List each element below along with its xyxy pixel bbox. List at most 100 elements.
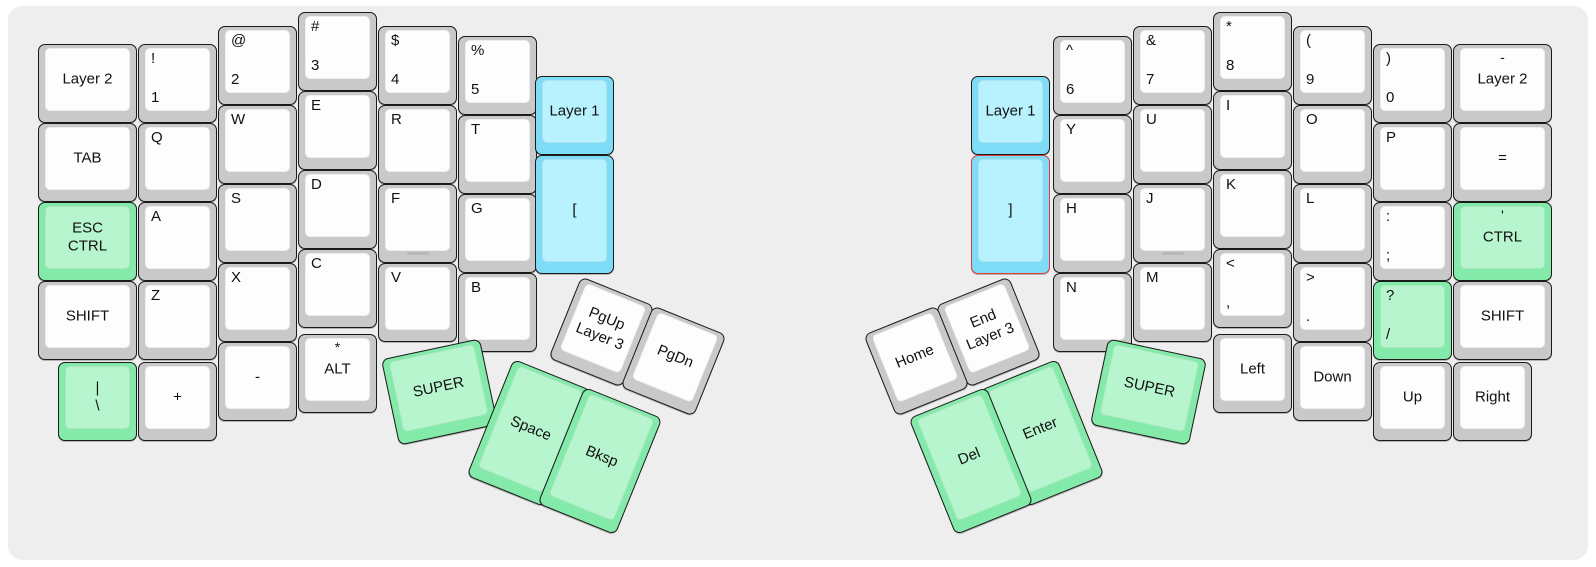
legend-top-left: U [1146, 111, 1157, 128]
key-l-3[interactable]: #3 [298, 12, 377, 91]
key-l-g[interactable]: G [458, 194, 537, 273]
key-l-layer2[interactable]: Layer 2 [38, 44, 137, 123]
legend-bottom-left: 9 [1306, 71, 1315, 89]
key-r-p[interactable]: P [1373, 123, 1452, 202]
key-l-w[interactable]: W [218, 105, 297, 184]
key-legend: *ALT [305, 338, 370, 401]
key-r-6[interactable]: ^6 [1053, 36, 1132, 115]
legend-center: Up [1402, 388, 1423, 406]
key-legend: -Layer 2 [1460, 48, 1545, 111]
key-l-a[interactable]: A [138, 202, 217, 281]
legend-top-left: F [391, 190, 401, 207]
key-r-up[interactable]: Up [1373, 362, 1452, 441]
key-r-slash[interactable]: ?/ [1373, 281, 1452, 360]
keycap-surface [385, 30, 450, 93]
key-r-layer1[interactable]: Layer 1 [971, 76, 1050, 155]
legend-center: = [1498, 149, 1507, 167]
key-l-shift[interactable]: SHIFT [38, 281, 137, 360]
legend-bottom-left: ; [1386, 247, 1391, 265]
key-l-layer1[interactable]: Layer 1 [535, 76, 614, 155]
legend-center: Layer 1 [985, 102, 1036, 120]
key-r-9[interactable]: (9 [1293, 26, 1372, 105]
legend-center: Del [955, 444, 983, 469]
key-r-right[interactable]: Right [1453, 362, 1532, 441]
legend-center: Left [1239, 360, 1266, 378]
key-legend: I [1220, 95, 1285, 158]
key-r-i[interactable]: I [1213, 91, 1292, 170]
key-l-minus[interactable]: - [218, 342, 297, 421]
keycap-surface [1220, 16, 1285, 79]
key-r-0[interactable]: )0 [1373, 44, 1452, 123]
key-legend: Up [1380, 366, 1445, 429]
key-r-super[interactable]: SUPER [1089, 338, 1208, 446]
key-r-down[interactable]: Down [1293, 342, 1372, 421]
key-r-rbracket[interactable]: ] [971, 155, 1050, 274]
key-r-m[interactable]: M [1133, 263, 1212, 342]
key-legend: D [305, 174, 370, 237]
keycap-surface [65, 366, 130, 429]
key-l-tab[interactable]: TAB [38, 123, 137, 202]
key-r-8[interactable]: *8 [1213, 12, 1292, 91]
legend-center: CTRL [1482, 228, 1523, 246]
legend-top-left: V [391, 269, 402, 286]
key-legend: - [225, 346, 290, 409]
keycap-surface [1460, 127, 1545, 190]
keycap-surface [465, 198, 530, 261]
legend-line: | [95, 378, 100, 396]
key-l-t[interactable]: T [458, 115, 537, 194]
key-l-e[interactable]: E [298, 91, 377, 170]
legend-center: Right [1474, 388, 1511, 406]
key-l-1[interactable]: !1 [138, 44, 217, 123]
key-r-l[interactable]: L [1293, 184, 1372, 263]
key-l-v[interactable]: V [378, 263, 457, 342]
key-l-plus[interactable]: + [138, 362, 217, 441]
key-legend: H [1060, 198, 1125, 261]
key-r-equal[interactable]: = [1453, 123, 1552, 202]
key-r-left[interactable]: Left [1213, 334, 1292, 413]
keycap-surface [465, 119, 530, 182]
key-r-period[interactable]: >. [1293, 263, 1372, 342]
legend-top-left: < [1226, 255, 1235, 272]
legend-center: Enter [1020, 413, 1060, 444]
key-legend: SHIFT [1460, 285, 1545, 348]
key-r-layer2[interactable]: -Layer 2 [1453, 44, 1552, 123]
key-l-b[interactable]: B [458, 273, 537, 352]
key-r-ctrl[interactable]: 'CTRL [1453, 202, 1552, 281]
key-r-h[interactable]: H [1053, 194, 1132, 273]
key-r-o[interactable]: O [1293, 105, 1372, 184]
key-r-shift[interactable]: SHIFT [1453, 281, 1552, 360]
key-r-semi[interactable]: :; [1373, 202, 1452, 281]
key-l-lbracket[interactable]: [ [535, 155, 614, 274]
key-legend: F [385, 188, 450, 251]
key-l-x[interactable]: X [218, 263, 297, 342]
key-r-u[interactable]: U [1133, 105, 1212, 184]
key-l-r[interactable]: R [378, 105, 457, 184]
key-l-2[interactable]: @2 [218, 26, 297, 105]
key-r-y[interactable]: Y [1053, 115, 1132, 194]
key-l-pipe[interactable]: |\ [58, 362, 137, 441]
key-legend: 'CTRL [1460, 206, 1545, 269]
key-r-k[interactable]: K [1213, 170, 1292, 249]
legend-top-left: & [1146, 32, 1157, 49]
key-l-s[interactable]: S [218, 184, 297, 263]
keycap-surface [225, 188, 290, 251]
keycap-surface [1300, 267, 1365, 330]
key-l-4[interactable]: $4 [378, 26, 457, 105]
keycap-surface [1300, 30, 1365, 93]
key-l-d[interactable]: D [298, 170, 377, 249]
key-l-f[interactable]: F [378, 184, 457, 263]
key-l-z[interactable]: Z [138, 281, 217, 360]
key-r-comma[interactable]: <, [1213, 249, 1292, 328]
key-l-alt[interactable]: *ALT [298, 334, 377, 413]
key-l-q[interactable]: Q [138, 123, 217, 202]
key-r-7[interactable]: &7 [1133, 26, 1212, 105]
key-l-c[interactable]: C [298, 249, 377, 328]
key-r-n[interactable]: N [1053, 273, 1132, 352]
key-legend: N [1060, 277, 1125, 340]
key-l-5[interactable]: %5 [458, 36, 537, 115]
keycap-surface [45, 48, 130, 111]
key-legend: R [385, 109, 450, 172]
keycap-surface [1060, 119, 1125, 182]
key-r-j[interactable]: J [1133, 184, 1212, 263]
